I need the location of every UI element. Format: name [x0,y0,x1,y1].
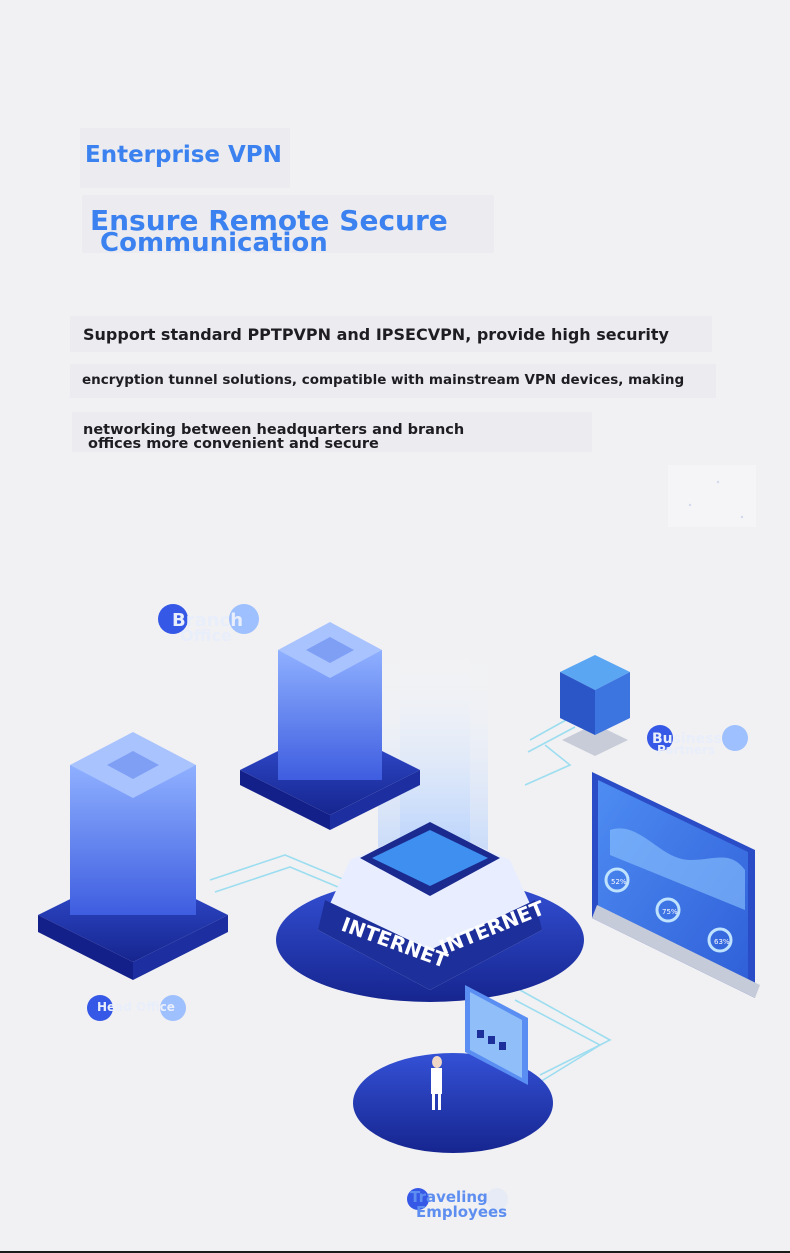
eyebrow-band [80,128,290,188]
analytics-dashboard: 52% 75% 63% [592,772,760,998]
travel-label-2: Employees [416,1203,508,1221]
eyebrow-title: Enterprise VPN [85,142,282,168]
title-band [82,195,494,253]
branch-office-tower [240,622,420,830]
gauge-3: 63% [714,938,730,946]
head-office-tower [38,732,228,980]
head-office-dot-right [160,995,186,1021]
desc-band-2 [70,364,716,398]
internet-hub: INTERNET INTERNET [276,822,584,1002]
head-office-dot-left [87,995,113,1021]
main-title-line1: Ensure Remote Secure [90,204,448,237]
partners-dot-right [722,725,748,751]
desc-band-1 [70,316,712,352]
network-illustration: INTERNET INTERNET 52% 75% 63% [38,465,760,1153]
branch-office-label-2: Office [180,626,232,645]
description-line1: Support standard PPTPVPN and IPSECVPN, p… [83,325,669,344]
business-partner-cube [560,655,630,756]
travel-label-1: Traveling [410,1188,488,1206]
particle-cluster [668,465,756,527]
partners-label-2: Partners [657,743,715,757]
travel-dot-right [486,1188,508,1210]
branch-dot-left [158,604,188,634]
main-title-line2: Communication [100,228,328,258]
desc-band-3 [72,412,592,452]
branch-office-label-1: Branch [172,610,244,631]
partners-dot-left [647,725,673,751]
gauge-1: 52% [611,878,627,886]
description-line4: offices more convenient and secure [88,436,379,452]
branch-dot-right [229,604,259,634]
description-line2: encryption tunnel solutions, compatible … [82,372,685,388]
traveling-employee-platform [353,985,553,1153]
head-office-label: Head Office [97,1000,175,1014]
connection-lines [209,714,612,1086]
description-line3: networking between headquarters and bran… [83,422,465,438]
partners-label-1: Business [652,731,722,747]
travel-dot-left [407,1188,429,1210]
bottom-border [0,1251,790,1253]
gauge-2: 75% [662,908,678,916]
